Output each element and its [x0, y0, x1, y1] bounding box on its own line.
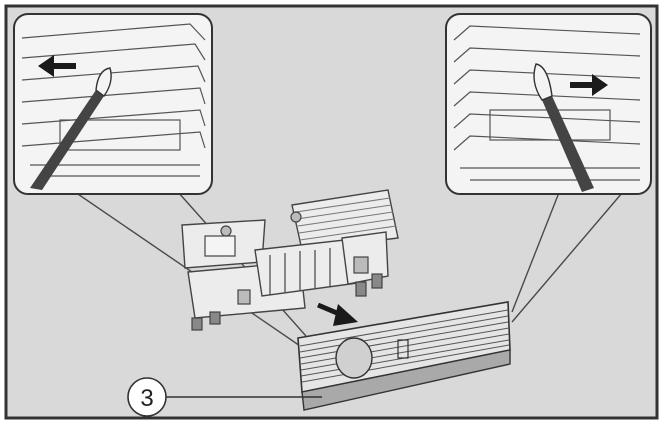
callout-3: 3: [127, 377, 322, 417]
arrow-right-icon: [570, 74, 608, 96]
appliance-details: [191, 211, 383, 331]
zoom-inset-left: [13, 13, 213, 195]
front-grille-panel: [297, 301, 511, 411]
arrow-left-icon: [38, 55, 76, 77]
appliance-body: [181, 189, 399, 319]
zoom-inset-right: [445, 13, 652, 195]
callout-number: 3: [140, 385, 153, 412]
arrow-down-right-icon: [317, 302, 358, 326]
